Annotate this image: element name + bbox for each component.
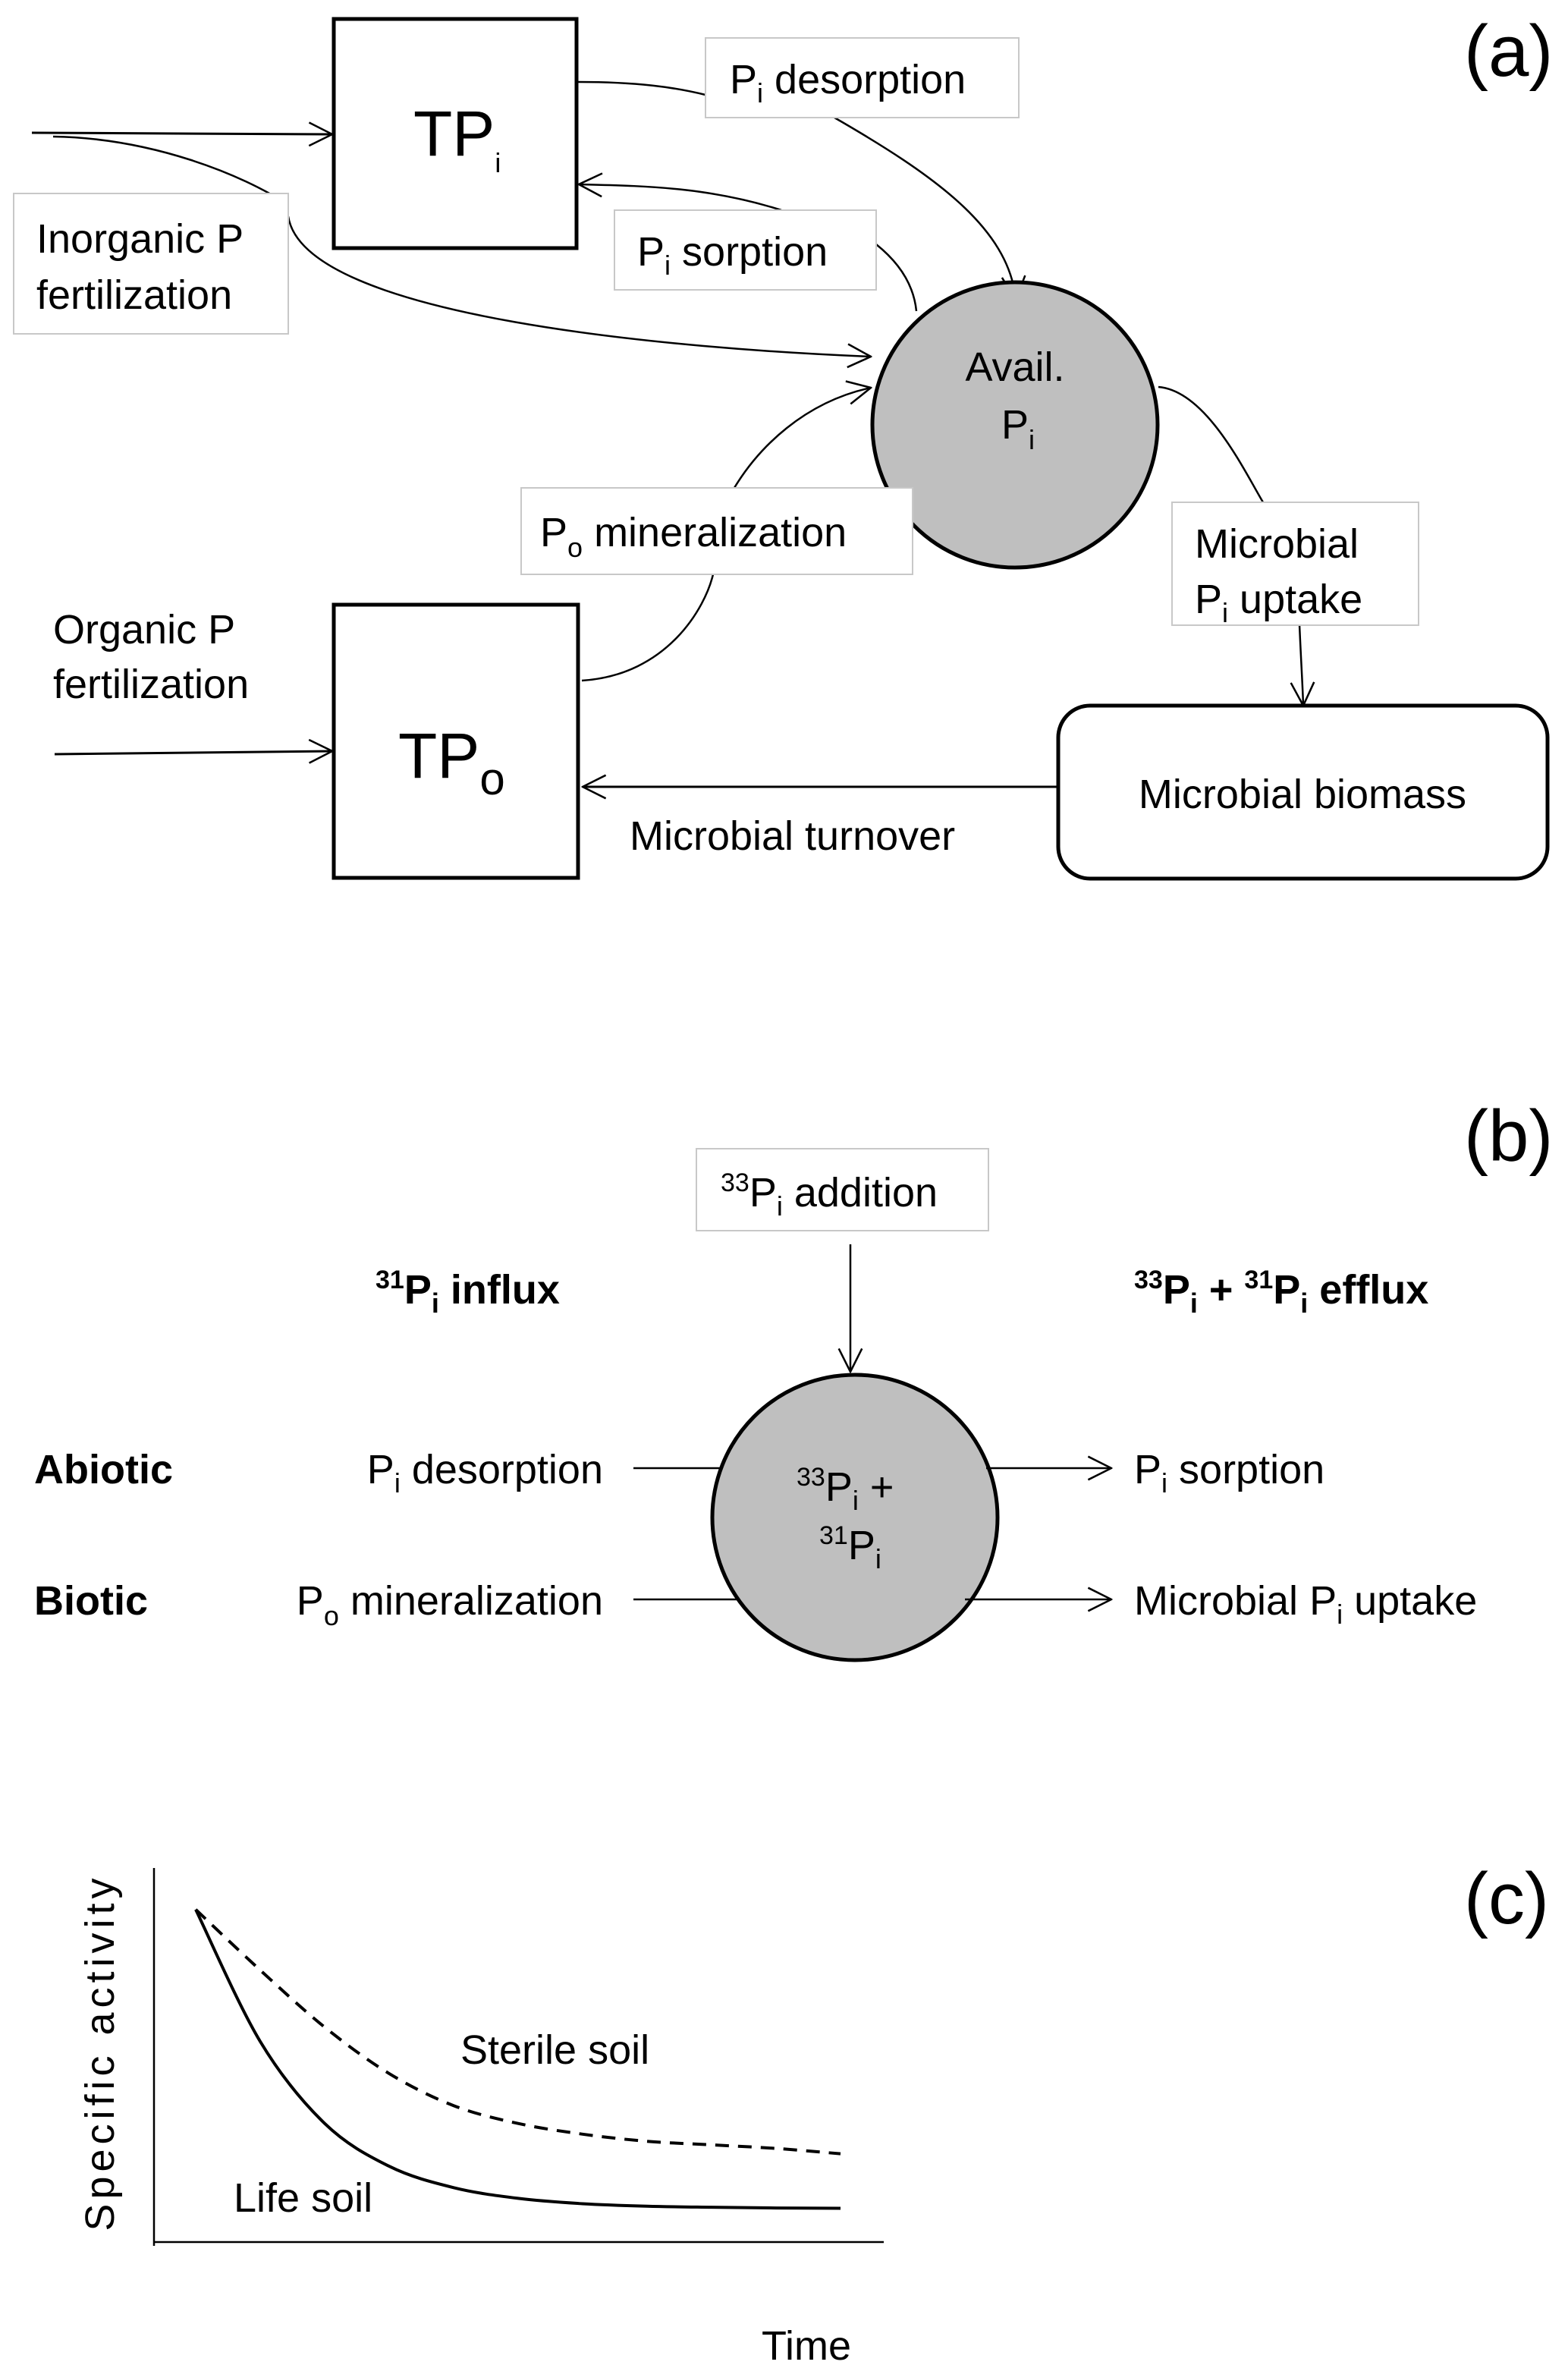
tpi-pool-box — [332, 17, 579, 250]
desorption-to-availpi-arrow — [834, 116, 1016, 300]
po-min-to-availpi-arrow — [733, 388, 871, 489]
microbial-biomass-label: Microbial biomass — [1139, 772, 1466, 817]
pi-desorption-box — [705, 37, 1020, 118]
microbial-uptake-box — [1171, 502, 1419, 626]
biotic-category: Biotic — [34, 1578, 148, 1624]
influx-header: 31Pi influx — [376, 1266, 560, 1319]
microbial-turnover-label: Microbial turnover — [630, 813, 955, 859]
p33-addition-box — [696, 1148, 989, 1231]
sterile-soil-curve — [194, 1908, 841, 2156]
available-pi-pool — [870, 280, 1160, 570]
pi-sorption-label: Pi sorption — [637, 229, 828, 281]
pool-label-line1: 33Pi + — [797, 1463, 894, 1516]
panel-c: (c) Specific activity Time Sterile soil … — [77, 1858, 1549, 2368]
biotic-efflux-label: Microbial Pi uptake — [1134, 1578, 1477, 1630]
sorption-to-tpi-arrow — [579, 184, 782, 212]
microbial-biomass-box — [1056, 703, 1550, 881]
microbial-uptake-line2: Pi uptake — [1195, 577, 1362, 628]
tpi-to-desorption-line — [577, 80, 706, 96]
tpo-to-po-min-line — [581, 574, 715, 682]
uptake-to-biomass-arrow — [1299, 624, 1303, 706]
abiotic-influx-label: Pi desorption — [367, 1447, 603, 1498]
po-mineralization-label: Po mineralization — [540, 510, 847, 563]
panel-a: (a) TPi TPo Avail. Pi Microbial biomass … — [13, 11, 1553, 881]
pi-desorption-label: Pi desorption — [730, 57, 966, 108]
life-soil-annotation: Life soil — [234, 2175, 372, 2221]
biotic-influx-label: Po mineralization — [297, 1578, 603, 1631]
availpi-to-uptake-line — [1158, 385, 1265, 503]
availpi-to-sorption-line — [875, 244, 918, 312]
tpo-pool-box — [332, 602, 580, 880]
pool-label-line2: 31Pi — [819, 1521, 881, 1574]
life-soil-curve — [194, 1908, 841, 2210]
inorganic-fert-to-availpi-arrow — [52, 135, 871, 357]
pi-sorption-box — [614, 209, 877, 291]
x-axis-label: Time — [762, 2323, 851, 2368]
panel-b-label: (b) — [1464, 1096, 1553, 1177]
panel-b: (b) 33Pi addition 31Pi influx 33Pi + 31P… — [34, 1096, 1553, 1662]
organic-fertilization-line2: fertilization — [53, 662, 249, 707]
po-mineralization-box — [520, 487, 913, 575]
inorganic-fert-to-tpi-arrow — [31, 133, 332, 134]
tpo-label: TPo — [398, 720, 505, 804]
panel-c-label: (c) — [1464, 1858, 1549, 1939]
inorganic-fertilization-line2: fertilization — [36, 272, 232, 318]
organic-fert-to-tpo-arrow — [54, 751, 332, 754]
microbial-uptake-line1: Microbial — [1195, 521, 1359, 567]
available-pi-label-line1: Avail. — [965, 344, 1064, 390]
inorganic-fertilization-box — [13, 193, 289, 335]
y-axis-label: Specific activity — [77, 1873, 123, 2231]
plot-series — [194, 1908, 841, 2210]
labeled-pi-pool — [710, 1373, 1000, 1662]
available-pi-label-line2: Pi — [1001, 402, 1035, 455]
inorganic-fertilization-line1: Inorganic P — [36, 216, 244, 262]
tpi-label: TPi — [413, 98, 501, 178]
organic-fertilization-line1: Organic P — [53, 607, 235, 653]
abiotic-category: Abiotic — [34, 1447, 173, 1492]
efflux-header: 33Pi + 31Pi efflux — [1134, 1266, 1428, 1319]
panel-a-label: (a) — [1464, 11, 1553, 92]
sterile-soil-annotation: Sterile soil — [460, 2027, 649, 2073]
p33-addition-label: 33Pi addition — [721, 1168, 938, 1222]
abiotic-efflux-label: Pi sorption — [1134, 1447, 1324, 1498]
